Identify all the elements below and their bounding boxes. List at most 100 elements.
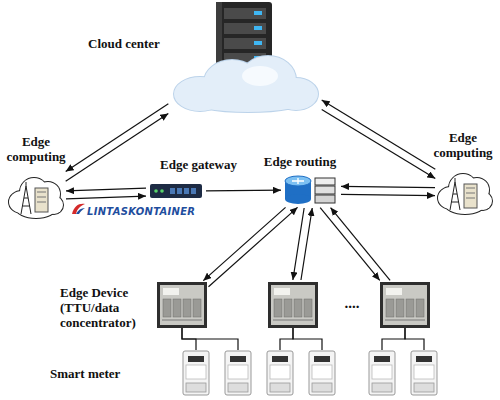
device-rail [162,320,202,321]
meter-group [267,351,293,395]
meter-icon [182,350,210,396]
meter-terminal [414,383,434,392]
device-module [193,299,201,317]
device-module [416,299,424,317]
device-module [396,299,404,317]
edgecloud-group [9,178,63,218]
meter-terminal [312,383,332,392]
meter-group [369,351,395,395]
meter-node [308,350,336,396]
server-slot [224,8,266,19]
data-arrow [320,208,380,281]
edge-server [464,184,477,208]
meter-case [183,351,209,395]
cloud-puff [188,88,308,112]
switch-box [315,178,335,185]
router-icon [283,174,339,206]
meter-face [186,365,206,379]
gateway-port [191,188,196,194]
meter-terminal [270,383,290,392]
meter-terminal [372,383,392,392]
device-module [173,299,181,317]
meter-node [410,350,438,396]
watermark-swoosh [72,204,85,214]
device-module [274,299,282,317]
node-label: Edge gateway [160,157,256,172]
router-node: Edge routing [283,174,339,206]
meter-face [228,365,248,379]
wire-line [382,328,405,350]
data-arrow [341,186,435,187]
meter-face [372,365,392,379]
data-arrow [208,207,297,286]
meter-node [368,350,396,396]
device-icon [380,282,430,328]
device-module [284,299,292,317]
cloud-group [174,2,318,112]
meter-group [309,351,335,395]
data-arrow [203,207,285,280]
meter-group [183,351,209,395]
router-group [285,176,335,204]
meter-group [225,351,251,395]
device-label [163,288,179,295]
device-module [294,299,302,317]
meter-case [411,351,437,395]
device-rail [273,320,313,321]
meter-face [414,365,434,379]
server-line [466,198,475,199]
node-label: Edge Device (TTU/data concentrator) [60,285,154,330]
device-label [274,288,290,295]
device-module [304,299,312,317]
router-base [285,194,311,204]
edgecloud-node: Edge computing [8,172,64,220]
device-frame [268,282,318,328]
watermark-text: LINTASKONTAINER [87,204,217,219]
row-label: Smart meter [50,366,140,381]
meter-case [225,351,251,395]
device-panel [160,285,204,325]
meter-display [188,356,204,362]
cloud-node: Cloud center [170,2,320,114]
node-label: Edge routing [250,154,350,169]
device-module [183,299,191,317]
server-line [37,192,46,193]
switch-box [315,186,335,194]
gateway-port [184,188,189,194]
data-arrow [341,194,435,195]
gateway-icon [148,181,204,201]
meter-node [182,350,210,396]
antenna-tower [450,178,460,210]
switch-box [315,195,335,203]
server-slot [224,38,266,49]
device-group [268,282,318,328]
device-panel [271,285,315,325]
meter-icon [368,350,396,396]
meter-group [411,351,437,395]
meter-face [312,365,332,379]
meter-icon [308,350,336,396]
gateway-port [177,188,182,194]
meter-display [416,356,432,362]
data-arrow [66,113,169,181]
wire-line [280,328,293,350]
antenna-tower [21,182,31,214]
device-node [380,282,430,328]
meter-case [369,351,395,395]
server-line [37,197,46,198]
meter-case [309,351,335,395]
meter-display [272,356,288,362]
meter-face [270,365,290,379]
device-module [386,299,394,317]
cloud-highlight [242,66,278,86]
device-frame [157,282,207,328]
device-icon [268,282,318,328]
meter-case [267,351,293,395]
watermark-swoosh [76,208,85,214]
gateway-port [170,188,175,194]
node-label: Edge computing [0,134,72,164]
gateway-node: Edge gateway [148,181,204,201]
meter-display [230,356,246,362]
device-node: Edge Device (TTU/data concentrator) [157,282,207,328]
